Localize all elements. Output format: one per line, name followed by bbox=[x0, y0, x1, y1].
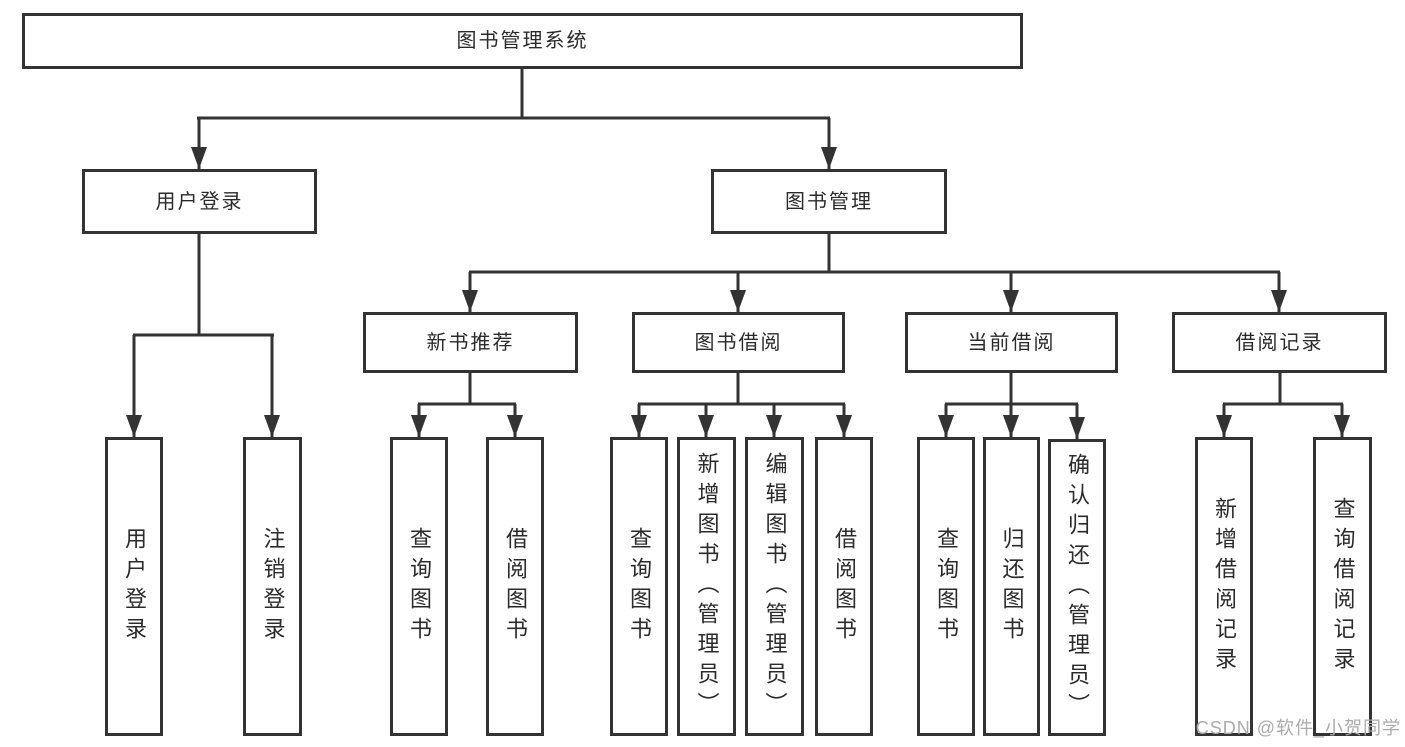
arrow-down-icon bbox=[1003, 415, 1019, 437]
node-book-management: 图书管理 bbox=[711, 169, 947, 234]
leaf-borrow-books-2: 借阅图书 bbox=[815, 437, 873, 736]
leaf-query-borrow-record: 查询借阅记录 bbox=[1313, 437, 1372, 736]
arrow-down-icon bbox=[766, 415, 782, 437]
leaf-query-books-2: 查询图书 bbox=[610, 437, 668, 736]
arrow-down-icon bbox=[1334, 415, 1350, 437]
arrow-down-icon bbox=[1271, 290, 1287, 312]
leaf-query-books-3: 查询图书 bbox=[917, 437, 975, 736]
arrow-down-icon bbox=[698, 415, 714, 437]
arrow-down-icon bbox=[264, 415, 280, 437]
node-current-borrow: 当前借阅 bbox=[905, 312, 1118, 373]
node-new-book-recommend: 新书推荐 bbox=[363, 312, 578, 373]
arrow-down-icon bbox=[821, 147, 837, 169]
arrow-down-icon bbox=[1216, 415, 1232, 437]
leaf-confirm-return-admin: 确认归还（管理员） bbox=[1048, 439, 1106, 736]
leaf-query-books: 查询图书 bbox=[390, 437, 448, 736]
leaf-add-books-admin: 新增图书（管理员） bbox=[677, 437, 736, 736]
arrow-down-icon bbox=[836, 415, 852, 437]
node-borrow-records: 借阅记录 bbox=[1172, 312, 1387, 373]
arrow-down-icon bbox=[462, 290, 478, 312]
node-user-login: 用户登录 bbox=[82, 169, 317, 234]
arrowheads bbox=[126, 147, 1350, 439]
leaf-user-login: 用户登录 bbox=[105, 437, 163, 736]
arrow-down-icon bbox=[631, 415, 647, 437]
arrow-down-icon bbox=[191, 147, 207, 169]
leaf-return-books: 归还图书 bbox=[983, 437, 1040, 736]
arrow-down-icon bbox=[126, 415, 142, 437]
arrow-down-icon bbox=[1003, 290, 1019, 312]
arrow-down-icon bbox=[1069, 417, 1085, 439]
arrow-down-icon bbox=[938, 415, 954, 437]
connector-lines bbox=[132, 69, 1344, 439]
node-book-borrow: 图书借阅 bbox=[632, 312, 845, 373]
watermark: CSDN @软件_小贺同学 bbox=[1195, 718, 1401, 738]
arrow-down-icon bbox=[730, 290, 746, 312]
leaf-borrow-books: 借阅图书 bbox=[486, 437, 544, 736]
node-library-system: 图书管理系统 bbox=[22, 13, 1023, 69]
arrow-down-icon bbox=[507, 415, 523, 437]
leaf-logout: 注销登录 bbox=[243, 437, 302, 736]
arrow-down-icon bbox=[411, 415, 427, 437]
leaf-edit-books-admin: 编辑图书（管理员） bbox=[745, 437, 804, 736]
leaf-add-borrow-record: 新增借阅记录 bbox=[1195, 437, 1253, 736]
